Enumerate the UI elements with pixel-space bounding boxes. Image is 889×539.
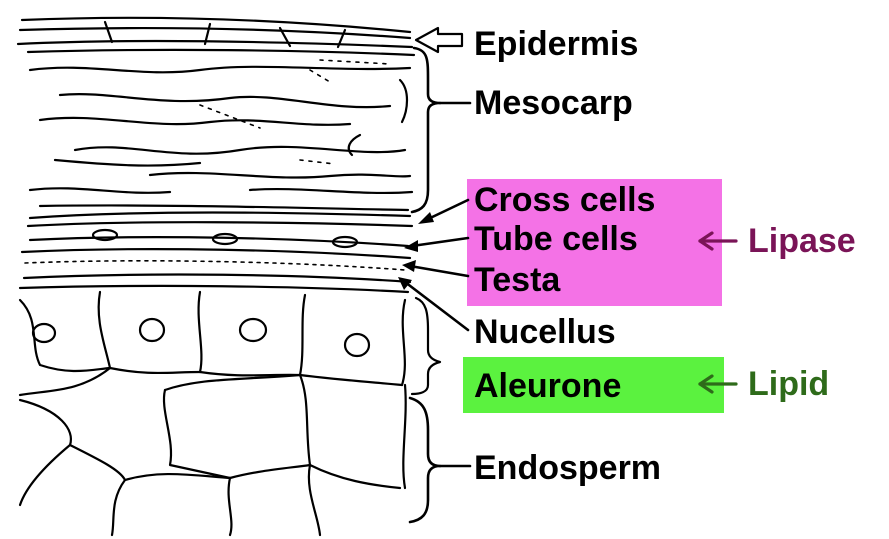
- nucellus-pointer: [405, 282, 468, 330]
- annotation-lipase: Lipase: [748, 223, 856, 259]
- testa-pointer: [410, 266, 468, 276]
- epidermis-layer: [18, 18, 414, 55]
- label-tube-cells: Tube cells: [474, 221, 638, 257]
- tube-cells-pointer: [412, 238, 468, 246]
- annotation-lipid: Lipid: [748, 366, 829, 402]
- aleurone-layer: [20, 292, 405, 385]
- label-aleurone: Aleurone: [474, 368, 621, 404]
- label-mesocarp: Mesocarp: [474, 85, 633, 121]
- label-testa: Testa: [474, 262, 560, 298]
- epidermis-pointer-arrow: [416, 28, 462, 52]
- label-endosperm: Endosperm: [474, 450, 661, 486]
- seed-coat-layers: [20, 205, 412, 292]
- endosperm-layer: [20, 368, 406, 535]
- cross-cells-pointer: [426, 200, 468, 220]
- label-nucellus: Nucellus: [474, 314, 616, 350]
- mesocarp-layer: [30, 67, 412, 193]
- endosperm-brace: [410, 398, 440, 522]
- aleurone-brace: [412, 298, 440, 394]
- label-cross-cells: Cross cells: [474, 182, 655, 218]
- label-epidermis: Epidermis: [474, 26, 638, 62]
- mesocarp-brace: [412, 48, 440, 212]
